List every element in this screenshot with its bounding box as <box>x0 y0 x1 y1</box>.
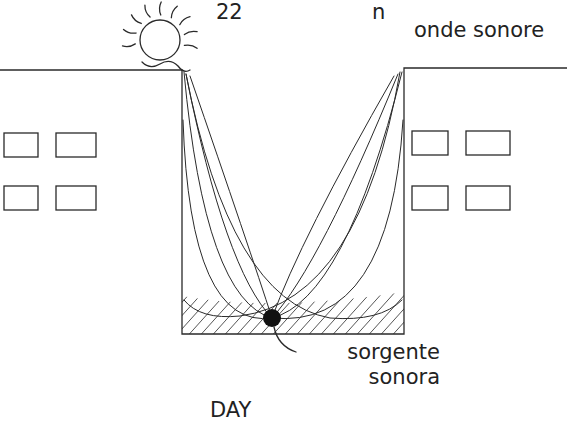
window <box>412 131 448 155</box>
note-mark: n <box>370 0 387 25</box>
leader-line <box>274 327 296 352</box>
sound-wave <box>184 72 400 317</box>
sound-wave <box>272 72 402 318</box>
sound-wave <box>183 120 272 319</box>
sound-wave <box>272 76 394 318</box>
sound-source <box>263 309 281 327</box>
window <box>466 131 510 155</box>
sound-wave <box>272 120 403 319</box>
sun-base <box>142 61 190 71</box>
sound-wave <box>190 76 272 318</box>
sun-ray <box>171 6 177 18</box>
sound-wave <box>186 74 272 318</box>
window <box>56 133 96 157</box>
sun <box>140 20 180 60</box>
sun-ray <box>145 5 150 17</box>
sound-wave <box>272 74 398 318</box>
page-number: 22 <box>214 0 245 25</box>
sun-ray <box>184 45 197 48</box>
window <box>466 186 510 210</box>
sun-ray <box>131 15 141 24</box>
sun-ray <box>159 2 161 15</box>
sun-ray <box>184 31 197 34</box>
sun-ray <box>124 29 136 33</box>
source-label: sorgente sonora <box>298 340 442 390</box>
sound-wave <box>186 74 402 319</box>
buildings-outline <box>0 68 567 334</box>
window <box>4 186 38 210</box>
window <box>412 186 448 210</box>
sound-wave <box>184 72 272 318</box>
time-label: DAY <box>208 398 253 423</box>
wave-label: onde sonore <box>412 18 546 43</box>
window <box>4 133 38 157</box>
sun-ray <box>122 44 135 47</box>
sketch <box>0 2 567 352</box>
sun-ray <box>180 17 190 25</box>
window <box>56 186 96 210</box>
